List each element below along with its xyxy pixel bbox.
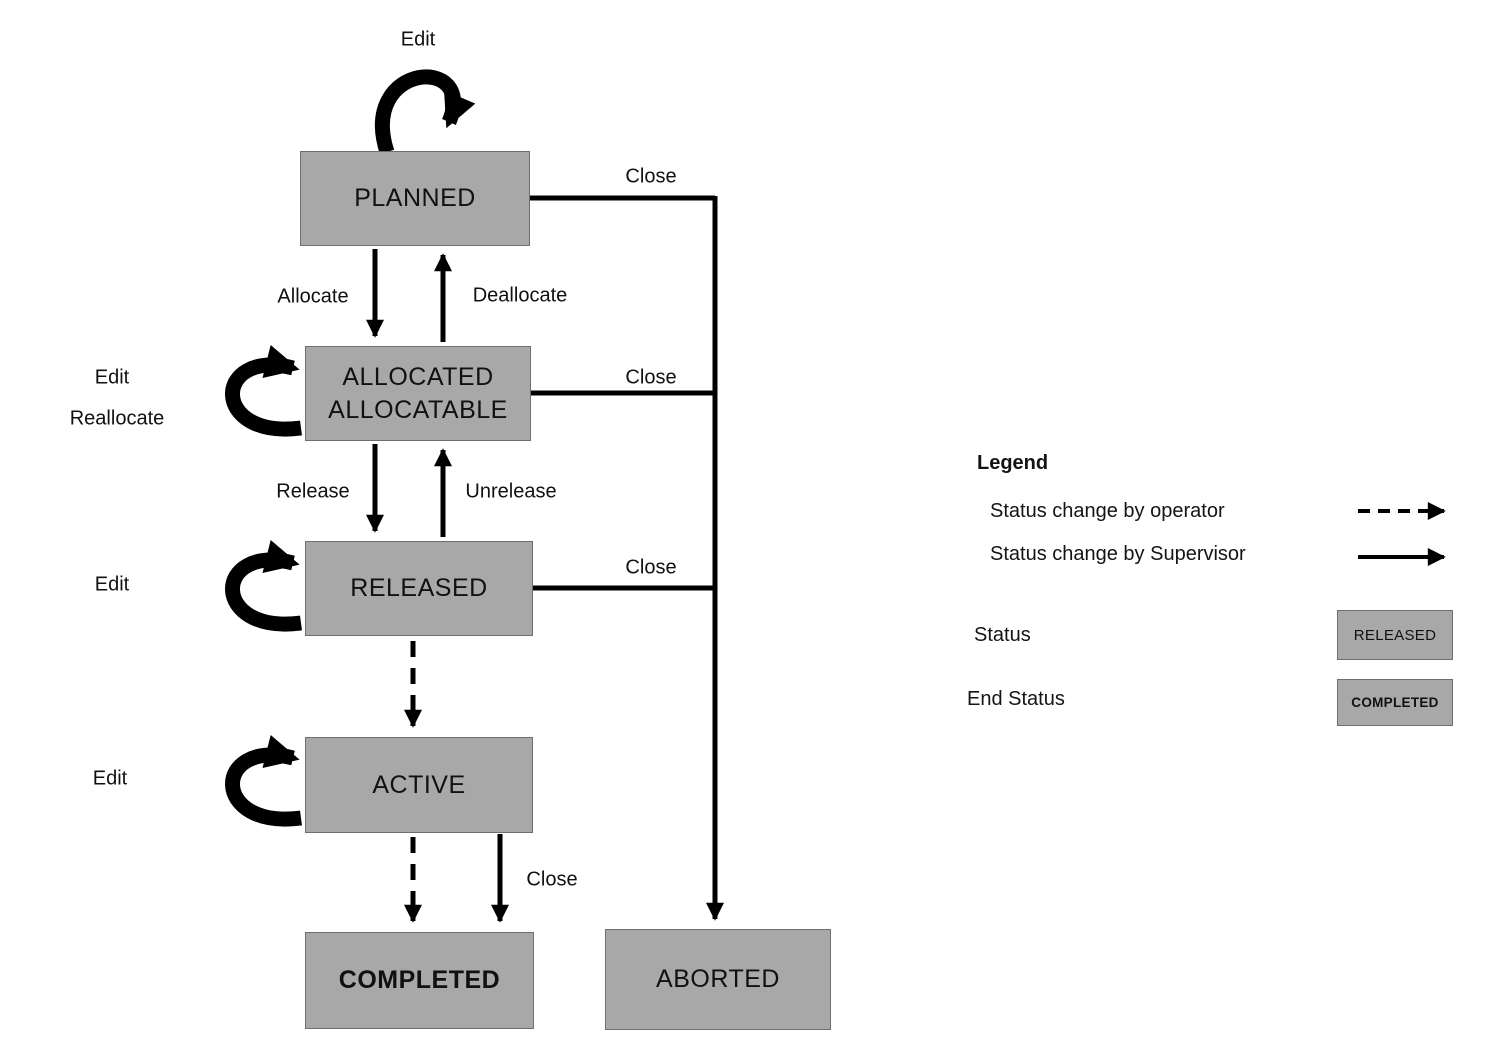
state-label-aborted: ABORTED: [656, 965, 780, 994]
edge-label-release: Release: [276, 480, 350, 503]
legend-status-label: Status: [974, 624, 1031, 646]
state-label-active: ACTIVE: [372, 770, 466, 799]
state-label-completed: COMPLETED: [338, 966, 501, 995]
legend-end-status-label: End Status: [967, 688, 1065, 710]
edit-active-self-loop-arrow: [225, 734, 302, 827]
state-box-aborted: ABORTED: [605, 929, 831, 1030]
edge-label-deallocate: Deallocate: [472, 284, 568, 307]
edge-label-close-active: Close: [526, 868, 578, 891]
state-label-allocated-line2: ALLOCATABLE: [328, 395, 508, 424]
edge-label-edit-released: Edit: [94, 573, 130, 596]
edit-reallocate-allocated-self-loop-arrow: [225, 344, 302, 437]
edge-label-close-planned: Close: [625, 165, 677, 188]
state-label-planned: PLANNED: [354, 184, 476, 213]
state-box-completed: COMPLETED: [305, 932, 534, 1029]
edge-label-edit-planned: Edit: [400, 28, 436, 51]
state-box-active: ACTIVE: [305, 737, 533, 833]
legend-operator-label: Status change by operator: [990, 500, 1225, 522]
legend-supervisor-label: Status change by Supervisor: [990, 543, 1246, 565]
state-label-allocated-line1: ALLOCATED: [342, 363, 494, 391]
legend-end-status-sample-box: COMPLETED: [1337, 679, 1453, 726]
edge-label-close-allocated: Close: [625, 366, 677, 389]
state-box-allocated: ALLOCATED ALLOCATABLE: [305, 346, 531, 441]
state-label-released: RELEASED: [350, 574, 488, 603]
edit-released-self-loop-arrow: [225, 539, 302, 632]
edge-label-edit-active: Edit: [92, 767, 128, 790]
edge-label-unrelease: Unrelease: [465, 480, 557, 503]
edge-label-allocate: Allocate: [277, 285, 349, 308]
edge-label-edit-allocated: Edit: [94, 366, 130, 389]
edit-planned-self-loop-arrow: [374, 69, 476, 155]
legend-title: Legend: [977, 452, 1049, 474]
legend-status-sample-label: RELEASED: [1353, 626, 1437, 644]
edge-label-close-released: Close: [625, 556, 677, 579]
state-box-released: RELEASED: [305, 541, 533, 636]
legend-end-status-sample-label: COMPLETED: [1351, 695, 1439, 710]
legend-status-sample-box: RELEASED: [1337, 610, 1453, 660]
edge-label-reallocate: Reallocate: [69, 407, 165, 430]
state-box-planned: PLANNED: [300, 151, 530, 246]
